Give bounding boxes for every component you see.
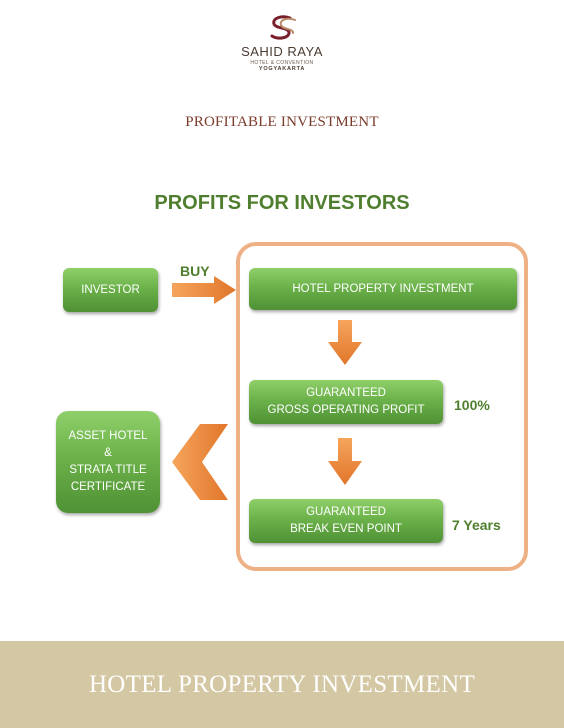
gop-value: 100%: [454, 397, 490, 413]
brand-location: YOGYAKARTA: [258, 66, 306, 72]
down-arrow-icon: [328, 320, 362, 365]
buy-label: BUY: [180, 263, 210, 279]
brand-subtitle: HOTEL & CONVENTION: [250, 60, 314, 66]
chevron-left-icon: [172, 424, 228, 500]
asset-line1: ASSET HOTEL: [68, 430, 148, 442]
investment-scheme-outline: [236, 242, 528, 571]
page-title: PROFITABLE INVESTMENT: [185, 114, 379, 130]
sahid-logo-icon: [270, 15, 296, 40]
brand-name: SAHID RAYA: [241, 44, 323, 59]
bep-line2: BREAK EVEN POINT: [290, 523, 402, 535]
bep-value: 7 Years: [452, 517, 501, 533]
buy-arrow-icon: [172, 276, 236, 304]
gop-box: GUARANTEED GROSS OPERATING PROFIT: [249, 380, 443, 424]
gop-line1: GUARANTEED: [306, 387, 386, 399]
bep-box: GUARANTEED BREAK EVEN POINT: [249, 499, 443, 543]
hotel-investment-box: HOTEL PROPERTY INVESTMENT: [249, 268, 517, 310]
asset-line4: CERTIFICATE: [70, 481, 146, 493]
down-arrow-icon: [328, 438, 362, 485]
footer-title: HOTEL PROPERTY INVESTMENT: [88, 670, 476, 698]
brand-logo: SAHID RAYA HOTEL & CONVENTION YOGYAKARTA: [232, 14, 332, 72]
hotel-investment-label: HOTEL PROPERTY INVESTMENT: [292, 282, 474, 295]
asset-box: ASSET HOTEL & STRATA TITLE CERTIFICATE: [56, 411, 160, 513]
gop-line2: GROSS OPERATING PROFIT: [267, 404, 425, 416]
diagram-title: PROFITS FOR INVESTORS: [154, 192, 410, 214]
bep-line1: GUARANTEED: [306, 506, 386, 518]
footer-band: HOTEL PROPERTY INVESTMENT: [0, 641, 564, 728]
asset-line2: &: [104, 447, 112, 459]
investor-label: INVESTOR: [81, 283, 140, 296]
asset-line3: STRATA TITLE: [69, 464, 147, 476]
investor-box: INVESTOR: [63, 268, 158, 312]
